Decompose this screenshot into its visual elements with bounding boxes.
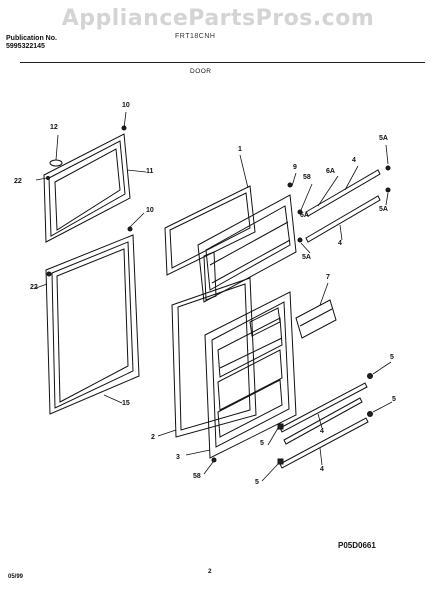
callout-10-middle: 10: [146, 207, 154, 214]
page-number: 2: [208, 568, 212, 575]
publication-number: 5995322145: [6, 43, 45, 50]
callout-10-top: 10: [122, 102, 130, 109]
freezer-liner: [164, 185, 256, 276]
publication-label: Publication No.: [6, 35, 57, 42]
callout-5-left-bottom: 5: [255, 479, 259, 486]
callout-7: 7: [326, 274, 330, 281]
diagram-code: P05D0661: [338, 541, 376, 550]
callout-22-bottom: 22: [30, 284, 38, 291]
callout-9: 9: [293, 164, 297, 171]
footer-date: 05/99: [8, 574, 24, 580]
callout-4-lower-upper: 4: [338, 240, 342, 247]
dairy-door: [295, 299, 337, 339]
model-number: FRT18CNH: [175, 33, 216, 40]
callout-6A-top: 6A: [326, 168, 335, 175]
callout-12: 12: [50, 124, 58, 131]
fresh-food-door-shelf-assembly: [204, 291, 297, 459]
callout-5-middle-right: 5: [392, 396, 396, 403]
fresh-food-liner: [171, 277, 257, 438]
callout-5-left-middle: 5: [260, 440, 264, 447]
callout-4-lower-middle: 4: [320, 428, 324, 435]
leader-lines: [35, 111, 393, 482]
callout-5A-bottom: 5A: [302, 254, 311, 261]
upper-rail-bars: [305, 169, 381, 243]
callout-15: 15: [122, 400, 130, 407]
fasteners: [46, 125, 391, 465]
watermark: AppliancePartsPros.com: [61, 6, 375, 31]
header-rule: [20, 62, 425, 63]
callout-11: 11: [146, 168, 154, 175]
callout-1: 1: [238, 146, 242, 153]
callout-4-lower-bottom: 4: [320, 466, 324, 473]
callout-5A-top: 5A: [379, 135, 388, 142]
callout-3: 3: [176, 454, 180, 461]
freezer-door-gasket: [43, 133, 131, 243]
freezer-door-shelf-assembly: [197, 194, 297, 303]
callout-2: 2: [151, 434, 155, 441]
fresh-food-door-gasket: [45, 234, 140, 415]
callout-6A-bottom: 6A: [300, 212, 309, 219]
callout-58-bottom: 58: [193, 473, 201, 480]
callout-5A-right: 5A: [379, 206, 388, 213]
callout-5-top-right: 5: [390, 354, 394, 361]
lower-rail-bars: [279, 382, 369, 469]
callout-22-top: 22: [14, 178, 22, 185]
section-title: DOOR: [190, 68, 212, 75]
callout-4-upper: 4: [352, 157, 356, 164]
callout-58-top: 58: [303, 174, 311, 181]
